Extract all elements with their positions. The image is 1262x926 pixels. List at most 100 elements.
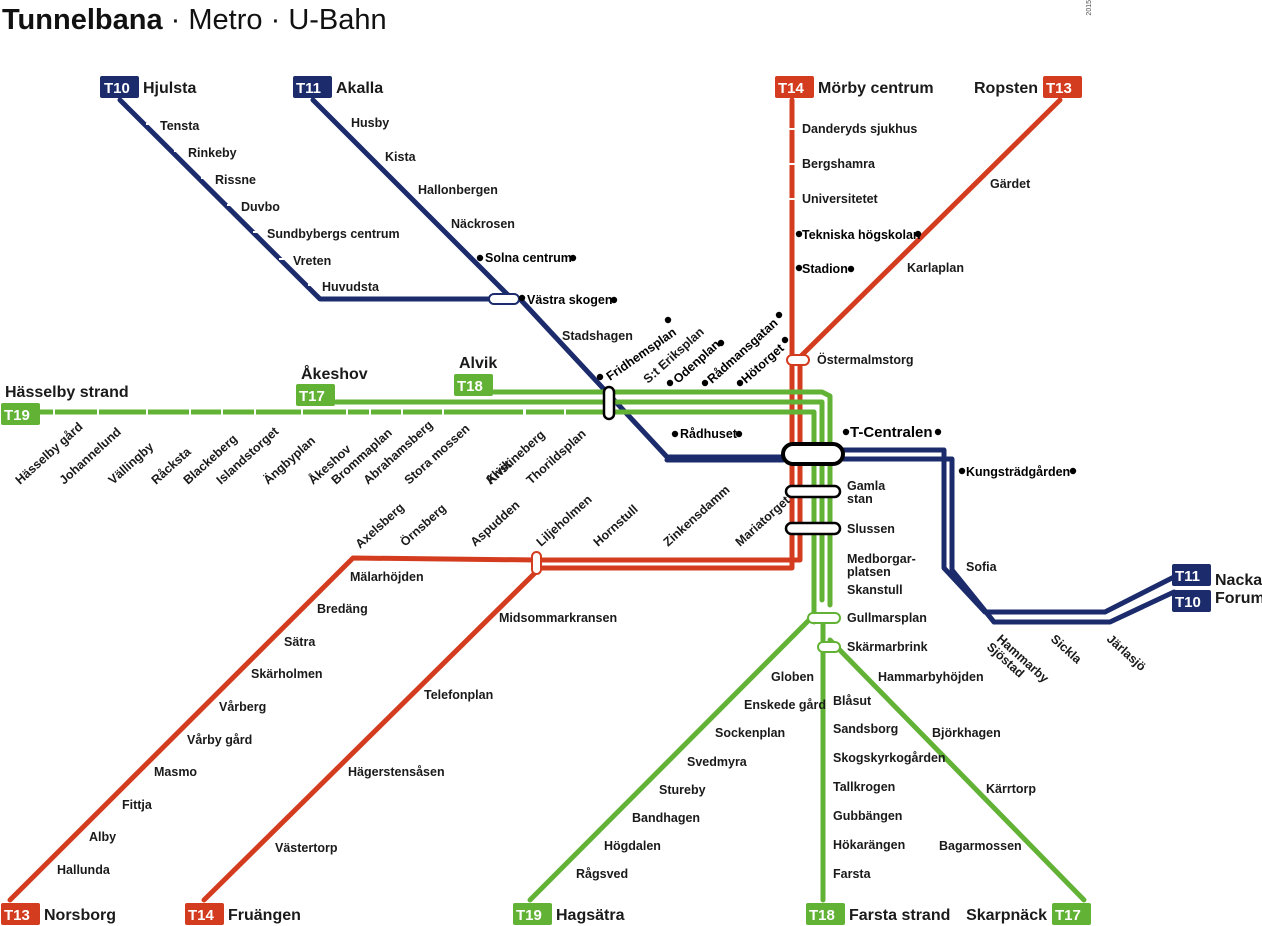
station-label-vallingby[interactable]: Vällingby: [106, 440, 157, 488]
station-label-aspudden[interactable]: Aspudden: [468, 498, 523, 549]
station-label-huvudsta[interactable]: Huvudsta: [322, 280, 380, 294]
station-label-satra[interactable]: Sätra: [284, 635, 316, 649]
station-label-stan[interactable]: stan: [847, 492, 873, 506]
station-label-jarlasjo[interactable]: Järlasjö: [1104, 632, 1149, 674]
station-label-medborgar[interactable]: Medborgar-: [847, 552, 916, 566]
station-label-enskede-gard[interactable]: Enskede gård: [744, 698, 826, 712]
station-label-varby-gard[interactable]: Vårby gård: [187, 733, 252, 747]
station-label-skanstull[interactable]: Skanstull: [847, 583, 903, 597]
station-label-liljeholmen[interactable]: Liljeholmen: [534, 492, 595, 549]
station-label-svedmyra[interactable]: Svedmyra: [687, 755, 748, 769]
station-label-gamla[interactable]: Gamla: [847, 479, 886, 493]
station-label-gubbangen[interactable]: Gubbängen: [833, 809, 902, 823]
station-label-rissne[interactable]: Rissne: [215, 173, 256, 187]
station-label-midsommarkransen[interactable]: Midsommarkransen: [499, 611, 617, 625]
interchange-liljeholmen: [531, 551, 542, 575]
station-label-bergshamra[interactable]: Bergshamra: [802, 157, 876, 171]
station-label-ragsved[interactable]: Rågsved: [576, 867, 628, 881]
station-label-varberg[interactable]: Vårberg: [219, 700, 266, 714]
terminal-akeshov[interactable]: T17 Åkeshov: [296, 364, 368, 406]
station-label-sofia[interactable]: Sofia: [966, 560, 998, 574]
station-label-bredang[interactable]: Bredäng: [317, 602, 368, 616]
terminal-norsborg[interactable]: T13 Norsborg: [1, 903, 116, 925]
station-label-blasut[interactable]: Blåsut: [833, 694, 872, 708]
station-label-hagerstensasen[interactable]: Hägerstensåsen: [348, 765, 445, 779]
terminal-morby-centrum[interactable]: T14 Mörby centrum: [775, 76, 934, 98]
station-label-ostermalmstorg[interactable]: Östermalmstorg: [817, 352, 914, 367]
station-label-gardet[interactable]: Gärdet: [990, 177, 1031, 191]
station-label-hogdalen[interactable]: Högdalen: [604, 839, 661, 853]
terminal-akalla[interactable]: T11 Akalla: [293, 76, 383, 98]
station-label-fittja[interactable]: Fittja: [122, 798, 153, 812]
station-label-husby[interactable]: Husby: [351, 116, 389, 130]
station-label-gullmarsplan[interactable]: Gullmarsplan: [847, 611, 927, 625]
transfer-dot-tc: [842, 428, 850, 436]
station-label-hammarbyhojden[interactable]: Hammarbyhöjden: [878, 670, 984, 684]
station-label-mariatorget[interactable]: Mariatorget: [733, 493, 794, 550]
station-label-danderyds-sjukhus[interactable]: Danderyds sjukhus: [802, 122, 917, 136]
station-label-universitetet[interactable]: Universitetet: [802, 192, 879, 206]
station-label-vastra-skogen[interactable]: Västra skogen: [527, 293, 612, 307]
station-label-hallunda[interactable]: Hallunda: [57, 863, 111, 877]
station-label-stureby[interactable]: Stureby: [659, 783, 706, 797]
station-label-tallkrogen[interactable]: Tallkrogen: [833, 780, 895, 794]
station-label-alby[interactable]: Alby: [89, 830, 116, 844]
station-label-bjorkhagen[interactable]: Björkhagen: [932, 726, 1001, 740]
terminal-skarpnack[interactable]: T17 Skarpnäck: [966, 903, 1091, 925]
station-label-ornsberg[interactable]: Örnsberg: [397, 500, 449, 549]
transfer-dot-kungs: [958, 467, 966, 475]
station-label-sandsborg[interactable]: Sandsborg: [833, 722, 898, 736]
terminal-farsta-strand[interactable]: T18 Farsta strand: [806, 903, 950, 925]
station-label-solna-centrum[interactable]: Solna centrum: [485, 251, 572, 265]
station-label-sockenplan[interactable]: Sockenplan: [715, 726, 785, 740]
station-label-duvbo[interactable]: Duvbo: [241, 200, 280, 214]
terminal-alvik[interactable]: T18 Alvik: [454, 355, 497, 396]
station-label-skarholmen[interactable]: Skärholmen: [251, 667, 323, 681]
terminal-nacka[interactable]: T11 Nacka: [1172, 564, 1262, 589]
station-label-globen[interactable]: Globen: [771, 670, 814, 684]
title-separator: ·: [270, 4, 281, 36]
station-label-vreten[interactable]: Vreten: [293, 254, 331, 268]
terminal-hjulsta[interactable]: T10 Hjulsta: [100, 76, 196, 98]
station-label-skarmarbrink[interactable]: Skärmarbrink: [847, 640, 928, 654]
station-label-radhuset[interactable]: Rådhuset: [680, 427, 738, 441]
station-label-kungstradgarden[interactable]: Kungsträdgården: [966, 465, 1070, 479]
station-label-karlaplan[interactable]: Karlaplan: [907, 261, 964, 275]
terminal-forum[interactable]: T10 Forum: [1172, 590, 1262, 612]
svg-text:Hjulsta: Hjulsta: [143, 80, 196, 97]
transfer-dot-vastra: [518, 294, 526, 302]
station-label-karrtorp[interactable]: Kärrtorp: [986, 782, 1036, 796]
station-label-masmo[interactable]: Masmo: [154, 765, 197, 779]
terminal-badges: T10 Hjulsta T11 Akalla T14 Mörby centrum…: [1, 76, 1262, 925]
station-label-tensta[interactable]: Tensta: [160, 119, 200, 133]
station-label-telefonplan[interactable]: Telefonplan: [424, 688, 493, 702]
station-label-nackrosen[interactable]: Näckrosen: [451, 217, 515, 231]
terminal-ropsten[interactable]: T13 Ropsten: [974, 76, 1082, 98]
station-label-tekniska-hogskolan[interactable]: Tekniska högskolan: [802, 228, 921, 242]
station-label-malarhojden[interactable]: Mälarhöjden: [350, 570, 424, 584]
svg-text:Fruängen: Fruängen: [228, 907, 301, 924]
station-label-stadshagen[interactable]: Stadshagen: [562, 329, 633, 343]
station-label-rinkeby[interactable]: Rinkeby: [188, 146, 237, 160]
terminal-hasselby-strand[interactable]: T19 Hässelby strand: [1, 384, 129, 425]
station-label-stadion[interactable]: Stadion: [802, 262, 848, 276]
station-label-t-centralen[interactable]: T-Centralen: [850, 424, 933, 441]
station-label-bagarmossen[interactable]: Bagarmossen: [939, 839, 1022, 853]
terminal-hagsatra[interactable]: T19 Hagsätra: [513, 903, 625, 925]
station-label-hallonbergen[interactable]: Hallonbergen: [418, 183, 498, 197]
station-label-zinkensdamm[interactable]: Zinkensdamm: [661, 483, 733, 550]
station-label-platsen[interactable]: platsen: [847, 565, 891, 579]
station-label-slussen[interactable]: Slussen: [847, 522, 895, 536]
station-label-vastertorp[interactable]: Västertorp: [275, 841, 338, 855]
station-label-hokarangen[interactable]: Hökarängen: [833, 838, 905, 852]
terminal-fruangen[interactable]: T14 Fruängen: [185, 903, 301, 925]
station-label-sundbybergs-centrum[interactable]: Sundbybergs centrum: [267, 227, 400, 241]
station-label-hornstull[interactable]: Hornstull: [591, 502, 641, 549]
station-label-sickla[interactable]: Sickla: [1048, 632, 1085, 667]
station-label-farsta[interactable]: Farsta: [833, 867, 872, 881]
interchange-gamla-stan: [784, 484, 842, 499]
station-label-bandhagen[interactable]: Bandhagen: [632, 811, 700, 825]
station-label-axelsberg[interactable]: Axelsberg: [353, 500, 407, 551]
station-label-skogskyrkogarden[interactable]: Skogskyrkogården: [833, 751, 946, 765]
station-label-kista[interactable]: Kista: [385, 150, 417, 164]
